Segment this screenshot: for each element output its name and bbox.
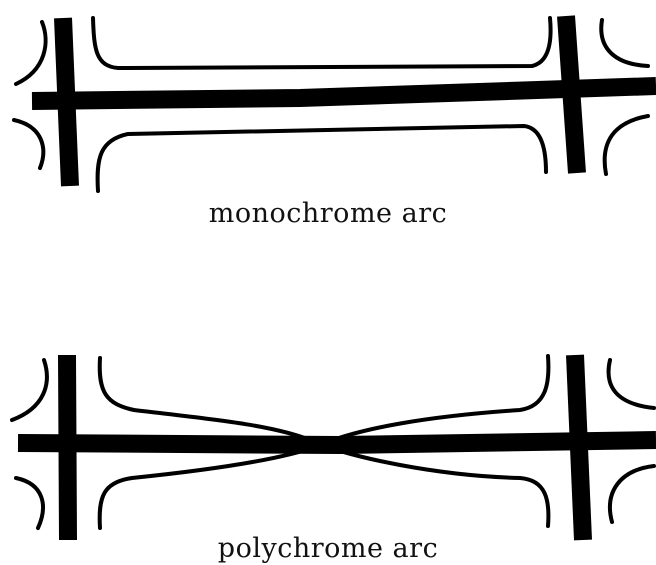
monochrome-arc-diagram <box>14 16 656 191</box>
polychrome-right-vertical-bar <box>575 355 583 540</box>
monochrome-right-upper-curl <box>601 20 648 66</box>
monochrome-upper-strand <box>93 18 551 68</box>
polychrome-left-upper-curl <box>12 360 47 420</box>
polychrome-horizontal-bar <box>18 440 656 445</box>
monochrome-right-lower-curl <box>605 116 648 174</box>
monochrome-left-upper-curl <box>16 22 46 84</box>
polychrome-right-lower-curl <box>610 466 654 522</box>
monochrome-right-vertical-bar <box>566 16 577 173</box>
monochrome-left-vertical-bar <box>63 18 70 186</box>
monochrome-arc-caption: monochrome arc <box>0 200 656 227</box>
polychrome-left-vertical-bar <box>67 355 68 540</box>
monochrome-lower-strand <box>98 126 546 191</box>
monochrome-left-lower-curl <box>14 120 43 168</box>
polychrome-arc-diagram <box>12 355 656 540</box>
polychrome-left-lower-curl <box>16 478 43 528</box>
polychrome-arc-caption: polychrome arc <box>0 535 656 562</box>
polychrome-right-upper-curl <box>609 360 654 408</box>
